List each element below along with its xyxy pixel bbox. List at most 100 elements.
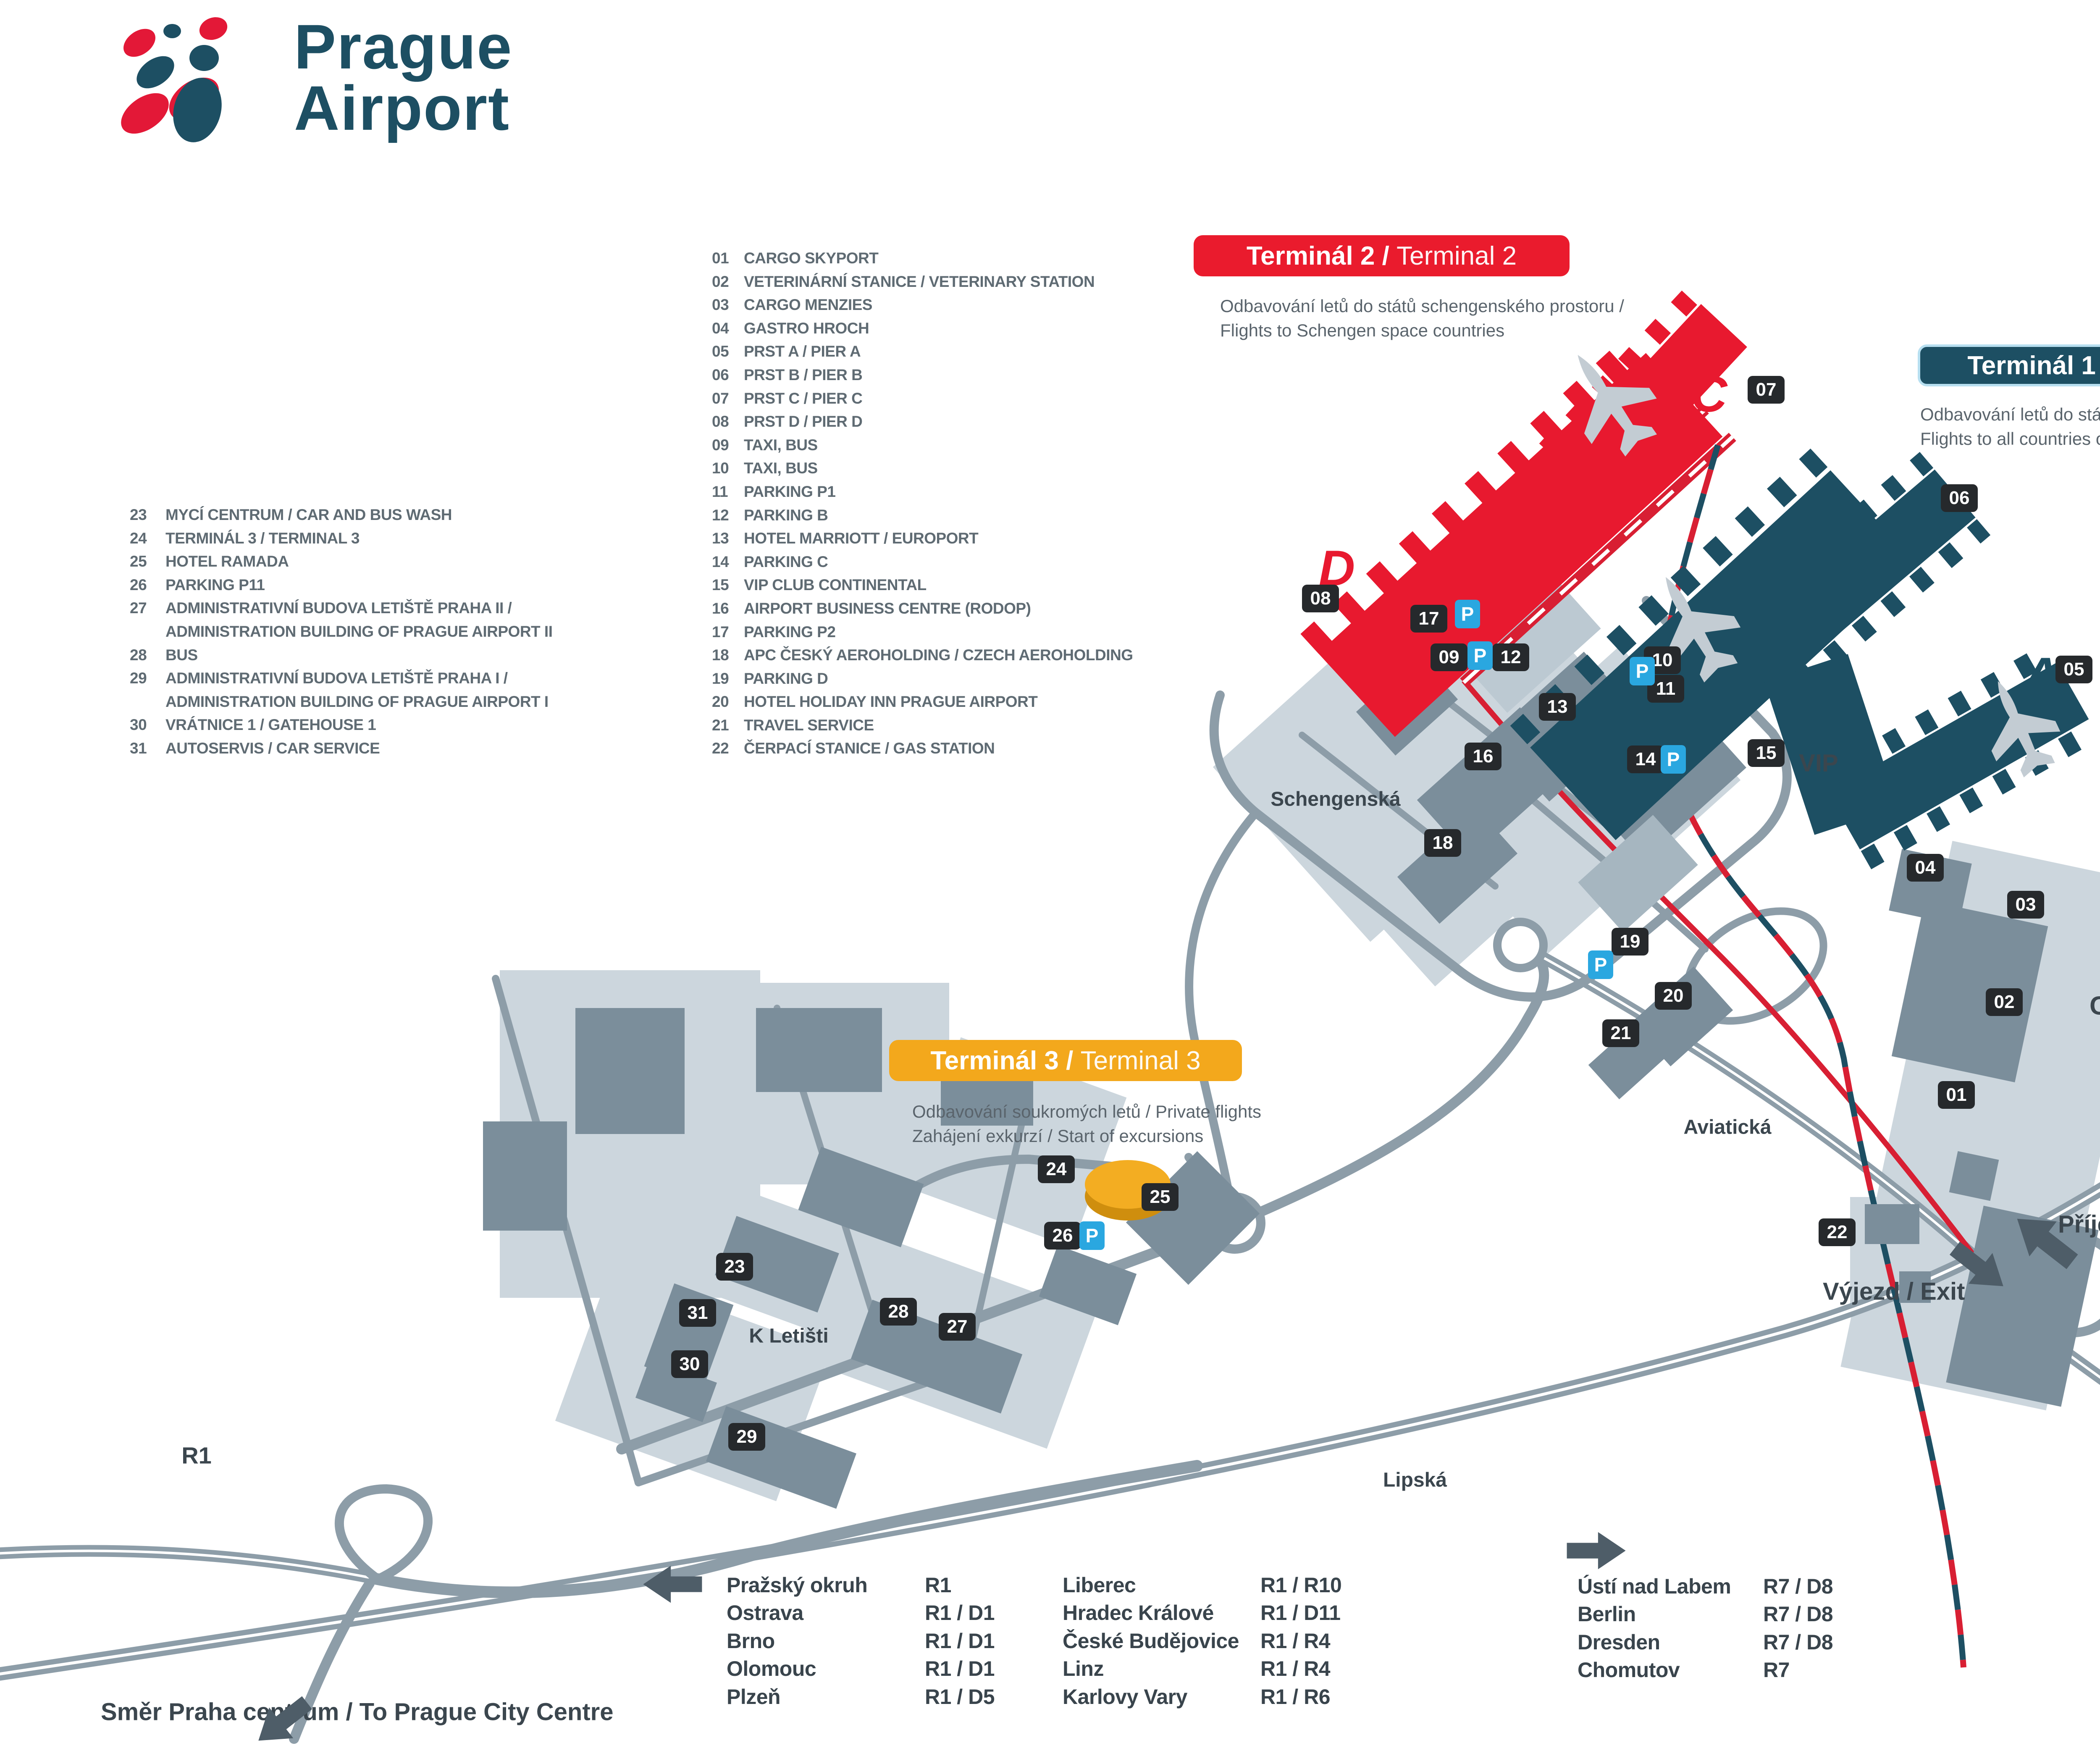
legend-item-line1: APC ČESKÝ AEROHOLDING / CZECH AEROHOLDIN… [744, 646, 1133, 664]
destination-roads: R1 / D5 [925, 1685, 995, 1709]
map-badge: 31 [679, 1299, 716, 1327]
legend-item-line1: HOTEL MARRIOTT / EUROPORT [744, 530, 979, 547]
legend-item-number: 02 [712, 273, 729, 290]
terminal3-description: Odbavování soukromých letů / Private fli… [912, 1100, 1261, 1148]
legend-item: 19 PARKING D [712, 667, 1133, 690]
legend-item: 08 PRST D / PIER D [712, 410, 1133, 433]
terminal1-desc-line2: Flights to all countries outside Schenge… [1920, 429, 2100, 449]
legend-item-number: 12 [712, 506, 729, 524]
legend-item: 18 APC ČESKÝ AEROHOLDING / CZECH AEROHOL… [712, 643, 1133, 667]
terminal3-desc-line2: Zahájení exkurzí / Start of excursions [912, 1126, 1204, 1146]
legend-item-number: 10 [712, 459, 729, 477]
legend-item: 20 HOTEL HOLIDAY INN PRAGUE AIRPORT [712, 690, 1133, 714]
legend-item: 07 PRST C / PIER C [712, 387, 1133, 410]
legend-item-label: VETERINÁRNÍ STANICE / VETERINARY STATION [744, 270, 1095, 294]
legend-item-line1: PRST B / PIER B [744, 366, 863, 383]
legend-item: 16 AIRPORT BUSINESS CENTRE (RODOP) [712, 597, 1133, 620]
legend-item: 30 VRÁTNICE 1 / GATEHOUSE 1 [130, 713, 552, 737]
destination-row: Plzeň R1 / D5 [727, 1683, 995, 1711]
map-badge: 16 [1465, 743, 1502, 770]
roundabouts [1204, 918, 1548, 1254]
parking-icon: P [1467, 641, 1493, 670]
legend-item-number: 17 [712, 623, 729, 641]
legend-item-label: HOTEL RAMADA [165, 550, 289, 573]
legend-item-label: MYCÍ CENTRUM / CAR AND BUS WASH [165, 503, 452, 527]
map-badge: 27 [939, 1313, 976, 1341]
legend-item-line1: MYCÍ CENTRUM / CAR AND BUS WASH [165, 506, 452, 523]
map-badge: 04 [1907, 854, 1944, 882]
legend-item-label: VIP CLUB CONTINENTAL [744, 573, 927, 597]
logo-line1: Prague [294, 11, 513, 82]
legend-item-label: PRST A / PIER A [744, 340, 861, 363]
legend-item-label: BUS [165, 643, 198, 667]
legend-item-number: 31 [130, 739, 147, 757]
terminal1-banner: Terminál 1 / Terminal 1 [1918, 344, 2100, 386]
legend-item-line1: PARKING P1 [744, 483, 836, 500]
map-badge: 19 [1612, 928, 1648, 956]
legend-item-line1: ADMINISTRATIVNÍ BUDOVA LETIŠTĚ PRAHA I / [165, 669, 508, 687]
legend-item-line1: AUTOSERVIS / CAR SERVICE [165, 739, 380, 757]
legend-item-line1: TERMINÁL 3 / TERMINAL 3 [165, 529, 360, 547]
destination-roads: R7 / D8 [1763, 1630, 1833, 1654]
map-badge: 06 [1941, 484, 1978, 512]
legend-item-line1: PARKING D [744, 669, 828, 687]
legend-item-label: PARKING D [744, 667, 828, 690]
legend-item: 10 TAXI, BUS [712, 457, 1133, 480]
street-label-schengenska: Schengenská [1270, 788, 1401, 811]
legend-item-number: 13 [712, 530, 729, 547]
legend-item-label: TRAVEL SERVICE [744, 714, 874, 737]
destination-row: Berlin R7 / D8 [1578, 1600, 1833, 1628]
legend-item-number: 28 [130, 646, 147, 664]
destination-roads: R1 / R4 [1260, 1657, 1331, 1681]
destination-city: Hradec Králové [1063, 1601, 1214, 1625]
destination-row: Karlovy Vary R1 / R6 [1063, 1683, 1341, 1711]
map-badge: 09 [1431, 643, 1467, 671]
legend-item-label: TAXI, BUS [744, 433, 818, 457]
legend-item-number: 29 [130, 669, 147, 687]
logo-wordmark: Prague Airport [294, 11, 513, 139]
legend-item-number: 15 [712, 576, 729, 594]
legend-item-number: 30 [130, 716, 147, 734]
legend-item: 05 PRST A / PIER A [712, 340, 1133, 363]
destination-row: Dresden R7 / D8 [1578, 1628, 1833, 1656]
destination-city: Pražský okruh [727, 1573, 868, 1597]
legend-item-line1: PARKING P11 [165, 576, 265, 593]
street-label-k-letisti: K Letišti [749, 1325, 829, 1347]
map-badge: 21 [1602, 1019, 1639, 1047]
legend-item-label: PARKING P11 [165, 573, 265, 597]
legend-item: 23 MYCÍ CENTRUM / CAR AND BUS WASH [130, 503, 552, 527]
street-label-lipska: Lipská [1383, 1469, 1447, 1491]
legend-center: 01 CARGO SKYPORT 02 VETERINÁRNÍ STANICE … [712, 247, 1133, 760]
legend-item: 03 CARGO MENZIES [712, 293, 1133, 317]
legend-item-number: 27 [130, 599, 147, 617]
map-badge: 23 [716, 1253, 753, 1281]
legend-item: 26 PARKING P11 [130, 573, 552, 597]
legend-item: 22 ČERPACÍ STANICE / GAS STATION [712, 737, 1133, 760]
legend-item: 01 CARGO SKYPORT [712, 247, 1133, 270]
legend-item-line1: TAXI, BUS [744, 459, 818, 477]
parking-icon: P [1661, 745, 1686, 774]
legend-item-label: TAXI, BUS [744, 457, 818, 480]
destinations-column-3: Ústí nad Labem R7 / D8 Berlin R7 / D8 Dr… [1578, 1572, 1833, 1684]
map-badge: 05 [2055, 656, 2092, 683]
map-badge: 14 [1627, 746, 1664, 773]
destination-row: Olomouc R1 / D1 [727, 1655, 995, 1683]
terminal1-title-cz: Terminál 1 / [1967, 351, 2100, 380]
destination-city: Karlovy Vary [1063, 1685, 1187, 1709]
legend-item-line1: CARGO MENZIES [744, 296, 872, 314]
terminal2-description: Odbavování letů do států schengenského p… [1220, 294, 1624, 343]
legend-item-label: TERMINÁL 3 / TERMINAL 3 [165, 527, 360, 550]
terminal3-desc-line1: Odbavování soukromých letů / Private fli… [912, 1102, 1262, 1121]
destination-city: Olomouc [727, 1657, 816, 1681]
map-badge: 15 [1748, 739, 1785, 767]
legend-item-line1: PARKING C [744, 553, 828, 570]
legend-item-number: 16 [712, 599, 729, 617]
destinations-west-arrow-icon [643, 1565, 702, 1603]
destination-row: Liberec R1 / R10 [1063, 1571, 1342, 1599]
map-badge: 12 [1492, 643, 1529, 671]
destination-roads: R1 [925, 1573, 951, 1597]
destination-city: Dresden [1578, 1630, 1660, 1654]
map-badge: 29 [728, 1423, 765, 1451]
legend-item-label: PARKING C [744, 550, 828, 574]
